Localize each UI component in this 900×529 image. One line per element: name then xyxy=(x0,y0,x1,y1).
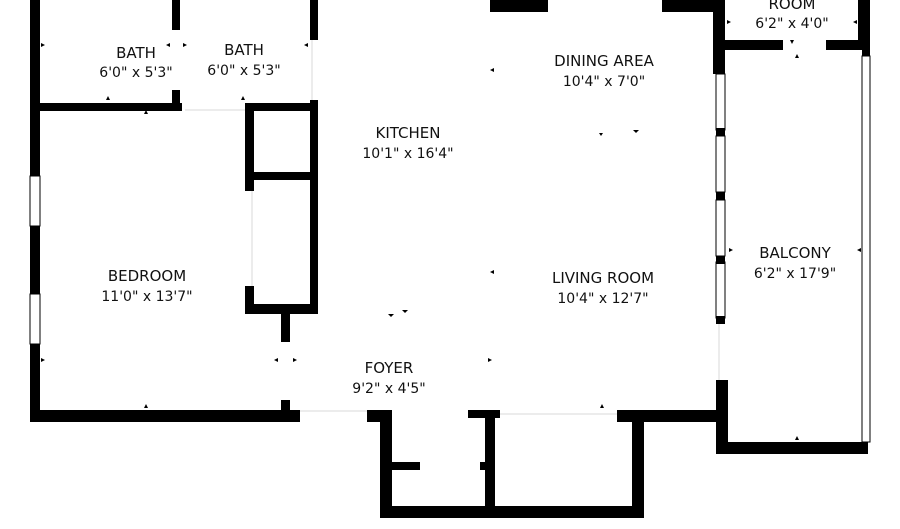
room-name: LIVING ROOM xyxy=(552,269,654,287)
room-name: BEDROOM xyxy=(108,267,186,285)
room-dims: 6'2" x 17'9" xyxy=(754,266,836,282)
room-room: ROOM 6'2" x 4'0" xyxy=(755,0,828,32)
window-living-2 xyxy=(715,135,726,193)
room-dims: 6'2" x 4'0" xyxy=(755,16,828,32)
room-dining-area: DINING AREA 10'4" x 7'0" xyxy=(554,52,654,90)
room-dims: 10'4" x 12'7" xyxy=(557,291,648,307)
room-dims: 10'4" x 7'0" xyxy=(563,74,645,90)
room-name: DINING AREA xyxy=(554,52,654,70)
room-name: BATH xyxy=(116,44,156,62)
room-dims: 10'1" x 16'4" xyxy=(362,146,453,162)
window-balcony-right xyxy=(861,55,871,443)
window-bedroom-lower xyxy=(29,293,41,345)
markers xyxy=(41,20,861,440)
room-name: BATH xyxy=(224,41,264,59)
room-living-room: LIVING ROOM 10'4" x 12'7" xyxy=(552,269,654,307)
room-bedroom: BEDROOM 11'0" x 13'7" xyxy=(101,267,192,305)
opening-lines xyxy=(185,40,720,415)
room-bath-2: BATH 6'0" x 5'3" xyxy=(207,41,280,79)
room-name: KITCHEN xyxy=(376,124,441,142)
windows xyxy=(29,55,871,443)
room-kitchen: KITCHEN 10'1" x 16'4" xyxy=(362,124,453,162)
room-name: FOYER xyxy=(365,359,414,377)
room-dims: 11'0" x 13'7" xyxy=(101,289,192,305)
room-dims: 9'2" x 4'5" xyxy=(352,381,425,397)
room-dims: 6'0" x 5'3" xyxy=(207,63,280,79)
window-living-1 xyxy=(715,73,726,131)
room-dims: 6'0" x 5'3" xyxy=(99,65,172,81)
window-bedroom-upper xyxy=(29,175,41,227)
room-foyer: FOYER 9'2" x 4'5" xyxy=(352,359,425,397)
room-name: ROOM xyxy=(769,0,816,13)
room-bath-1: BATH 6'0" x 5'3" xyxy=(99,44,172,81)
room-name: BALCONY xyxy=(759,244,831,262)
room-balcony: BALCONY 6'2" x 17'9" xyxy=(754,244,836,282)
window-living-3 xyxy=(715,199,726,257)
window-living-4 xyxy=(715,261,726,319)
